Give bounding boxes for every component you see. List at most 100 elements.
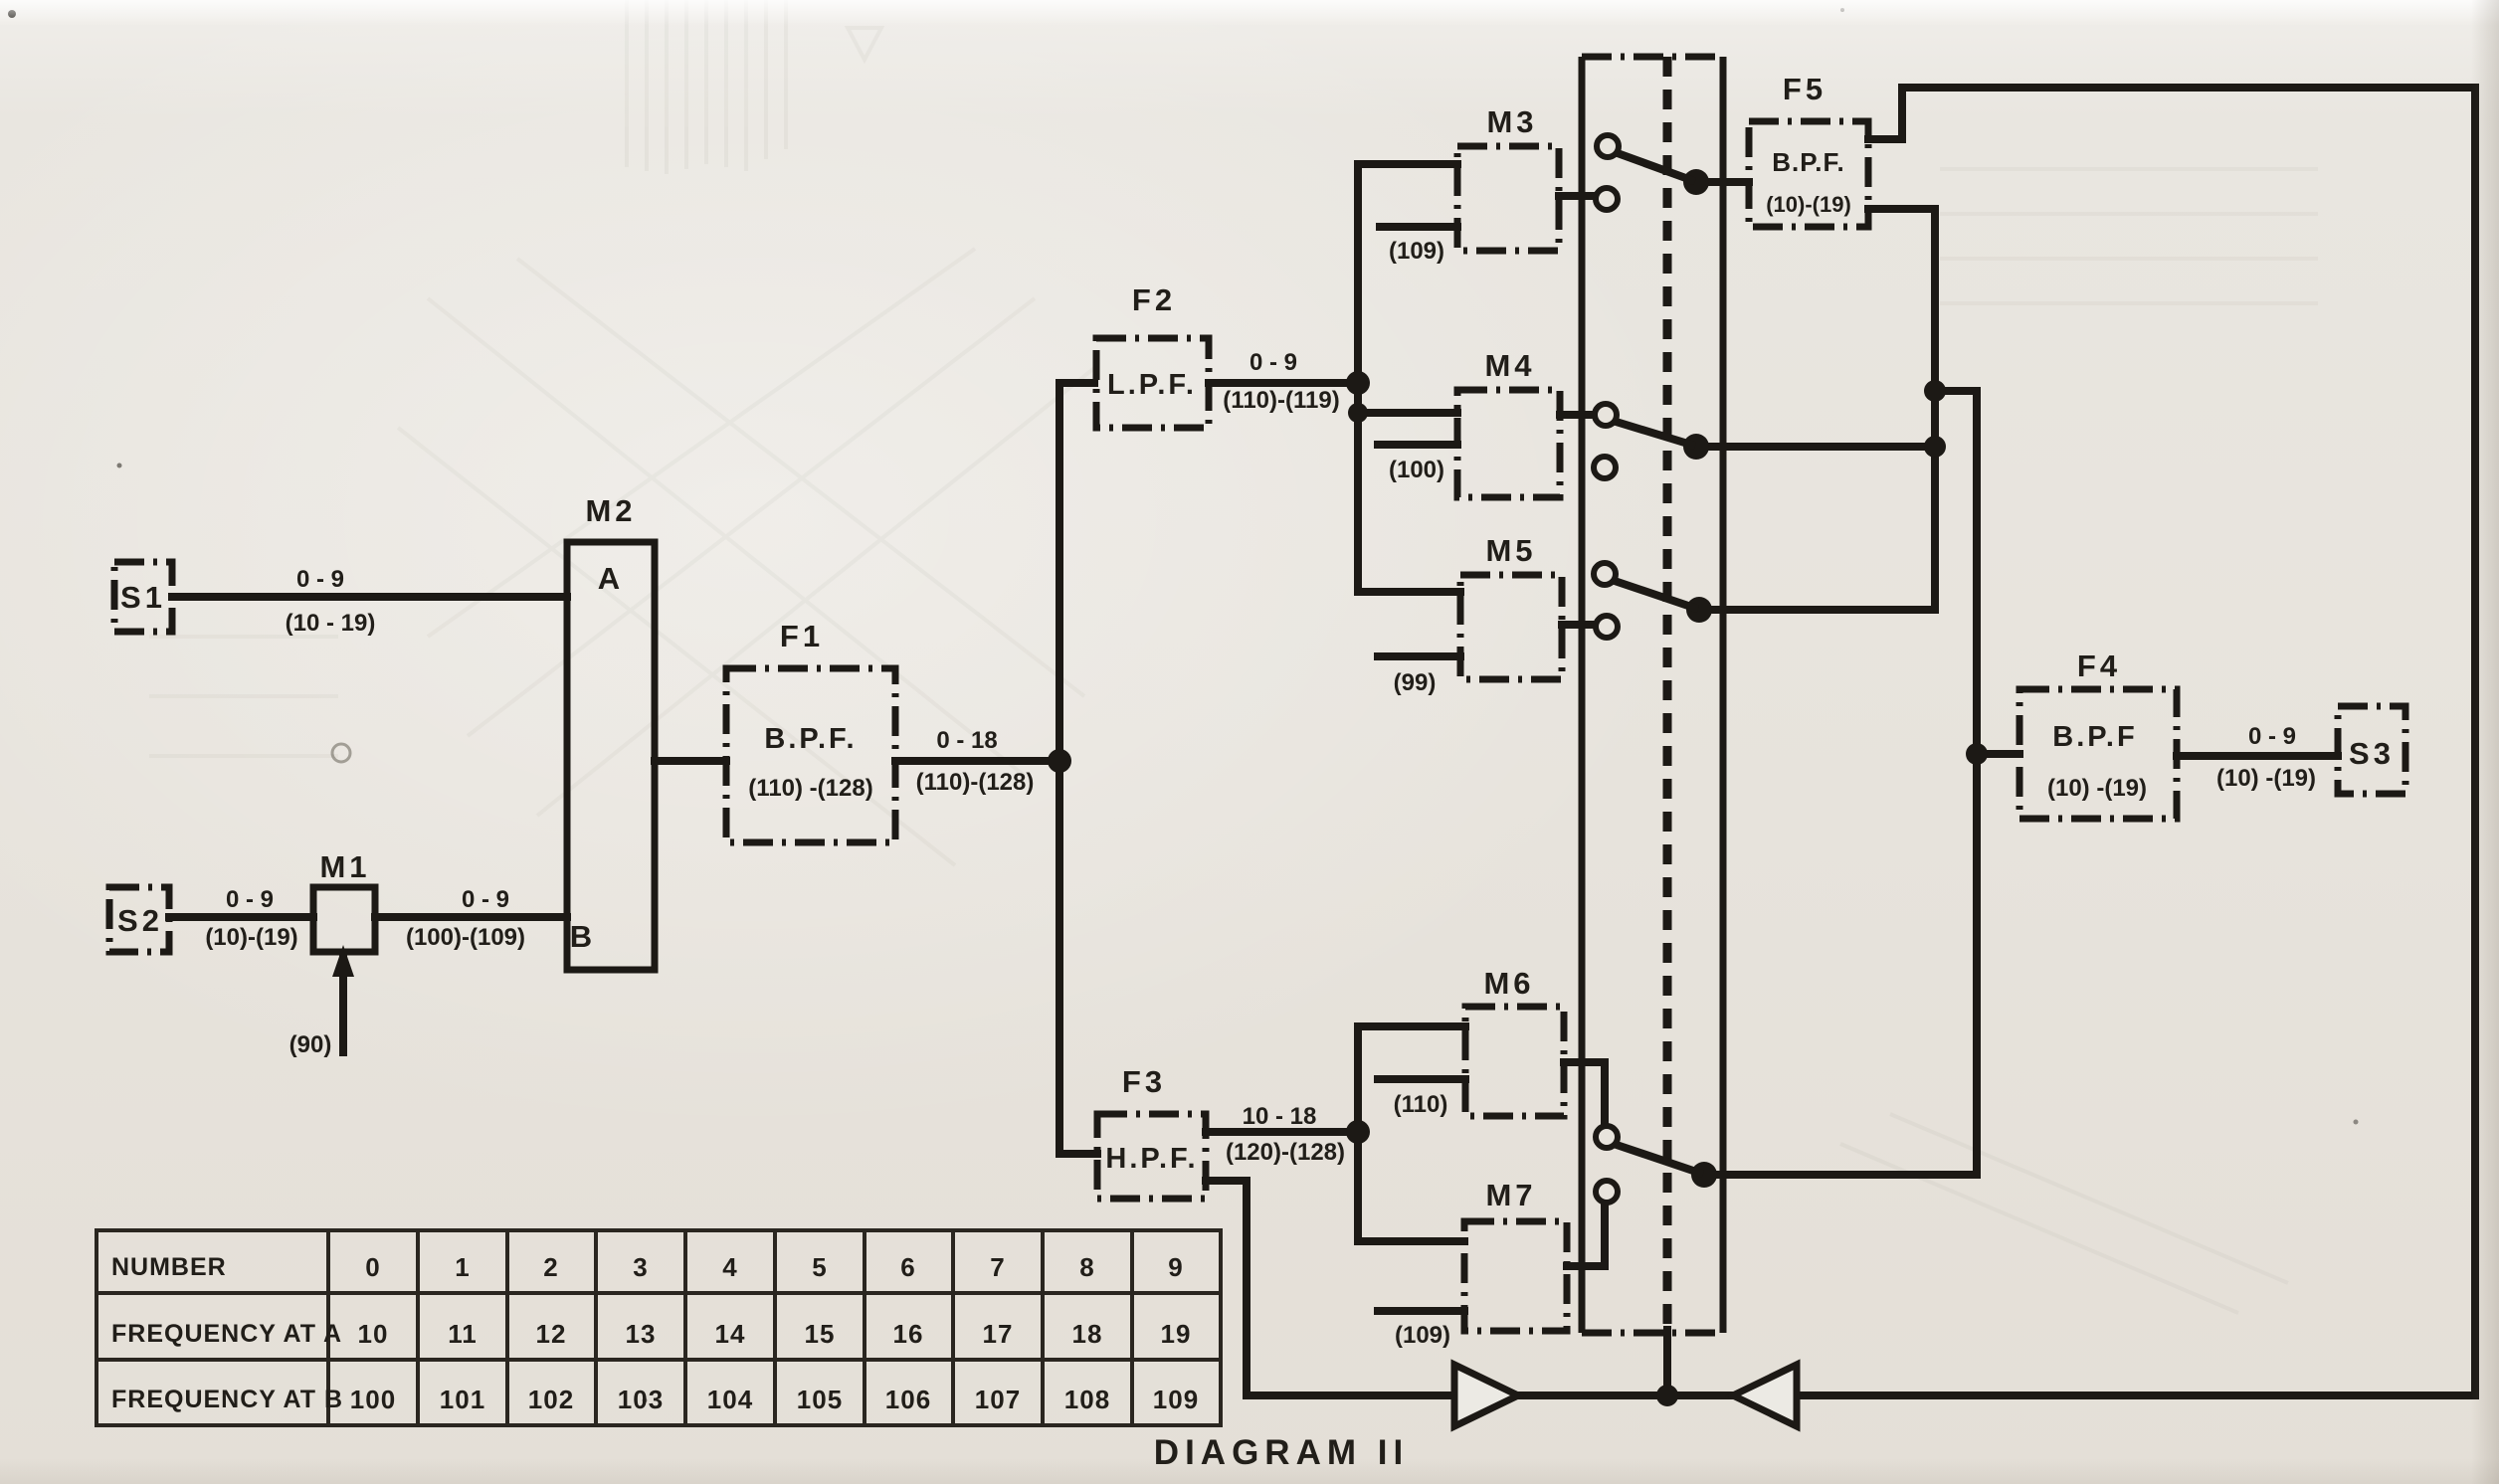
m4-osc-label: (100) [1389,457,1444,483]
table-cell: 2 [543,1252,558,1282]
m1-m2-label-bottom: (100)-(109) [406,924,525,951]
s2-box [105,883,173,956]
f5-range: (10)-(19) [1766,192,1851,217]
m6-osc-label: (110) [1394,1091,1448,1118]
wire-m7-out [1563,1199,1609,1270]
f3-type: H.P.F. [1105,1143,1198,1175]
s1-m2-label-top: 0 - 9 [296,566,344,593]
m4-box [1453,386,1564,501]
s2-m1-label-bottom: (10)-(19) [205,924,297,951]
s2-m1-label-top: 0 - 9 [226,886,274,913]
m5-label: M5 [1485,533,1536,568]
m2-box [563,538,659,974]
m7-box [1460,1217,1571,1335]
m7-label: M7 [1485,1178,1536,1212]
m1-m2-label-top: 0 - 9 [462,886,509,913]
m7-osc-label: (109) [1395,1322,1450,1349]
table-cell: 103 [618,1385,664,1414]
table-cell: 5 [812,1252,827,1282]
table-cell: 4 [722,1252,737,1282]
table-cell: 3 [633,1252,648,1282]
m2-port-a-label: A [598,561,624,596]
f2-out-label-top: 0 - 9 [1250,349,1297,376]
m3-label: M3 [1486,104,1537,139]
f3-out-label-bottom: (120)-(128) [1226,1139,1345,1166]
table-cell: 13 [626,1319,657,1349]
table-cell: 6 [900,1252,915,1282]
wire-f3-lower-to-bottom [1202,1177,1250,1399]
wire-bus-m6-m7 [1354,1022,1469,1245]
s1-m2-label-bottom: (10 - 19) [286,610,376,637]
table-cell: 16 [893,1319,924,1349]
f2-type: L.P.F. [1107,369,1197,401]
table-cell: 7 [990,1252,1005,1282]
s1-label: S1 [120,580,166,615]
table-cell: 8 [1079,1252,1094,1282]
m1-osc-arrowhead [332,945,354,977]
f4-type: B.P.F [2052,721,2137,753]
switch-bank [1578,53,1727,1337]
wire-branch-to-f4 [1700,387,1981,1179]
f3-box [1093,1110,1210,1203]
wire-m6-out [1560,1058,1609,1130]
table-cell: 11 [448,1319,478,1349]
f4-label: F4 [2077,649,2121,683]
table-row-header: FREQUENCY AT B [111,1386,343,1413]
blocks [105,117,2409,1335]
frequency-table: NUMBER FREQUENCY AT A FREQUENCY AT B 0 1… [95,1228,1223,1427]
table-cell: 19 [1161,1319,1192,1349]
table-cell: 105 [797,1385,843,1414]
m6-label: M6 [1483,966,1534,1001]
table-row-header: NUMBER [111,1253,227,1281]
feedback-amplifiers [1450,1359,1801,1432]
amp-right-icon [1450,1359,1527,1432]
f1-box [722,664,899,846]
bleed-through-ghosts [149,0,2318,1315]
table-cell: 102 [528,1385,574,1414]
switch-m6-m7 [1593,1123,1705,1206]
page-title: DIAGRAM II [1154,1433,1409,1472]
m1-osc-label: (90) [289,1031,332,1058]
f4-s3-label-top: 0 - 9 [2248,723,2296,750]
m5-box [1456,571,1566,683]
table-cell: 12 [536,1319,567,1349]
f1-label: F1 [780,619,824,653]
f4-box [2016,685,2181,823]
s1-box [110,558,176,636]
table-cell: 15 [805,1319,836,1349]
f4-range: (10) -(19) [2047,775,2147,802]
table-cell: 10 [358,1319,389,1349]
s2-label: S2 [117,903,163,938]
s3-label: S3 [2349,736,2395,771]
table-cell: 104 [707,1385,753,1414]
table-cell: 101 [440,1385,485,1414]
f4-s3-label-bottom: (10) -(19) [2216,765,2316,792]
m2-port-b-label: B [570,919,596,954]
m1-box [309,883,379,956]
table-cell: 100 [350,1385,396,1414]
m5-osc-label: (99) [1394,669,1437,696]
f2-box [1092,334,1213,432]
f5-box [1745,117,1872,231]
switch-bank-box [1582,53,1723,1337]
table-cell: 0 [365,1252,380,1282]
f3-label: F3 [1122,1064,1166,1099]
table-cell: 108 [1064,1385,1110,1414]
switch-m5 [1591,560,1700,641]
f2-label: F2 [1132,282,1176,317]
table-cell: 106 [885,1385,931,1414]
f5-type: B.P.F. [1772,147,1844,177]
m6-box [1461,1003,1568,1120]
table-cell: 109 [1153,1385,1199,1414]
switch-m3 [1593,132,1697,213]
m3-osc-label: (109) [1389,238,1444,265]
table-cell: 14 [715,1319,746,1349]
s3-box [2334,702,2409,798]
labels: S1 S2 M1 M2 A B F1 B.P.F. (110) -(128) F… [117,72,2395,1349]
switch-m4 [1591,401,1696,481]
f1-out-label-bottom: (110)-(128) [916,769,1035,796]
table-cell: 9 [1168,1252,1183,1282]
wiring [165,57,2479,1399]
